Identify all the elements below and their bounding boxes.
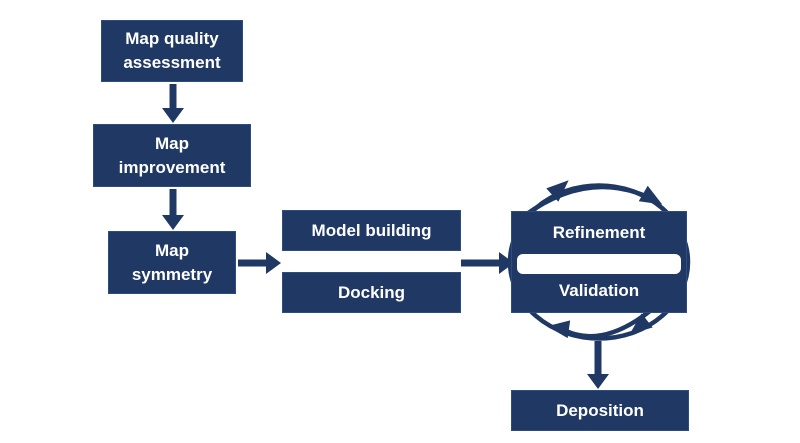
node-map-quality-assessment: Map quality assessment [101, 20, 243, 82]
node-label: Model building [311, 220, 432, 240]
cycle-arrowhead-top-left [546, 180, 569, 202]
node-label: Map [155, 240, 189, 260]
cycle-arrowhead-bottom-right [629, 313, 653, 335]
node-refinement-validation-group: Refinement Validation [511, 211, 687, 313]
cycle-arc-bottom [558, 304, 658, 339]
refinement-validation-divider [517, 254, 681, 274]
node-label: Docking [337, 282, 406, 302]
node-label: symmetry [131, 264, 213, 284]
node-label: Map quality [125, 29, 219, 48]
node-map-symmetry: Map symmetry [108, 231, 236, 294]
node-label: Map [155, 133, 189, 153]
node-label: Refinement [552, 223, 646, 242]
node-label: Deposition [556, 400, 644, 420]
node-refinement: Refinement [512, 212, 686, 254]
cycle-arc-top [522, 184, 651, 218]
node-label: assessment [123, 53, 221, 72]
node-deposition: Deposition [511, 390, 689, 431]
node-model-building: Model building [282, 210, 461, 251]
node-validation: Validation [512, 270, 686, 312]
arrow-cycle-to-deposition [587, 341, 609, 389]
node-label: improvement [118, 157, 226, 177]
node-label: Validation [558, 281, 640, 300]
arrow-building-docking-to-refine-validate [461, 252, 514, 274]
arrow-map-improvement-to-map-symmetry [162, 189, 184, 230]
node-map-improvement: Map improvement [93, 124, 251, 187]
arrow-map-symmetry-to-building-docking [238, 252, 281, 274]
cycle-arrowhead-top-right [638, 185, 663, 205]
node-docking: Docking [282, 272, 461, 313]
cycle-arrowhead-bottom-left [547, 320, 571, 339]
arrow-map-quality-to-map-improvement [162, 84, 184, 123]
